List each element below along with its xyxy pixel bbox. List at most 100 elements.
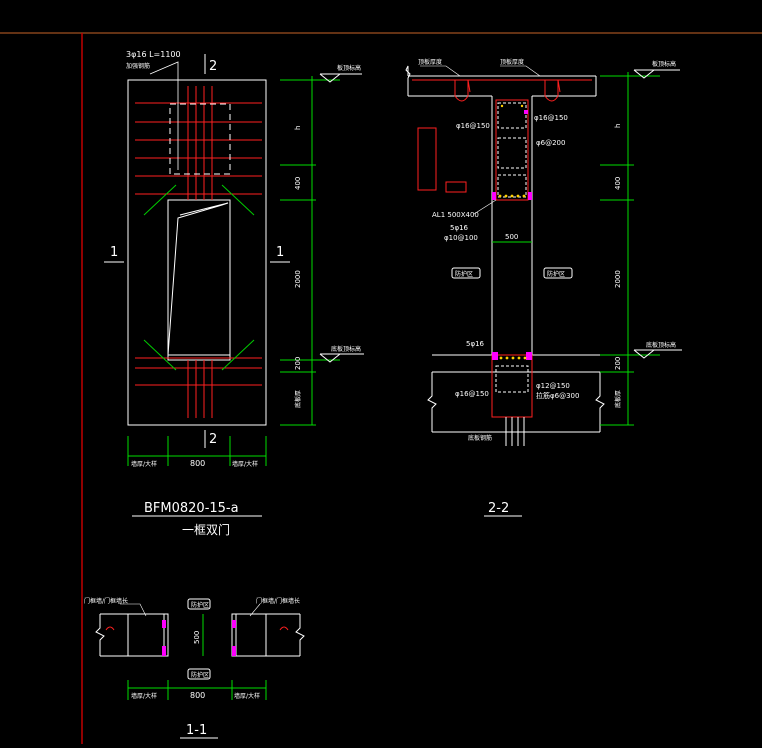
s11-leader-right — [249, 603, 261, 617]
threshold-stirrup — [495, 365, 529, 393]
lintel-stirrup-label: φ10@100 — [444, 234, 478, 242]
elev-dim-2000: 2000 — [294, 270, 302, 288]
slab-break-left — [405, 65, 411, 96]
wall-outline — [127, 79, 267, 426]
s11-zone-bottom: 防护区 — [191, 671, 209, 679]
s11-break-left — [95, 614, 105, 656]
s11-mark-left-2 — [162, 646, 166, 656]
door-leaf — [167, 202, 229, 356]
cut-2-top-label: 2 — [209, 59, 217, 74]
section-2-2: 顶板厚度 顶板厚度 φ16@150 φ16@150 φ6@200 AL1 500… — [405, 58, 682, 517]
lintel-bottom-mark-left — [492, 192, 496, 200]
zone-left: 防护区 — [455, 270, 473, 278]
cut-2-bottom-label: 2 — [209, 432, 217, 447]
elev-dim-floor: 底板厚 — [294, 390, 302, 408]
floor-rebar-label-3: 拉筋φ6@300 — [536, 391, 579, 400]
threshold-bars — [499, 356, 527, 360]
s11-hooks — [105, 626, 289, 631]
sec22-dim-2000: 2000 — [614, 270, 622, 288]
s11-mark-right-1 — [232, 620, 236, 628]
elevation-view: 3φ16 L=1100 加强钢筋 2 2 1 1 h 400 2000 200 … — [104, 50, 364, 537]
floor-break-left — [427, 372, 437, 432]
elev-dim-400: 400 — [294, 177, 302, 190]
top-level-symbol — [319, 73, 342, 83]
lintel-label: AL1 500X400 — [432, 211, 479, 219]
s11-dim-right: 墙厚/大样 — [234, 692, 260, 700]
lintel-leader — [473, 199, 497, 215]
floor-label: 底板钢筋 — [468, 434, 492, 442]
zone-left-box — [451, 267, 481, 279]
top-level-label: 板顶标高 — [337, 64, 361, 72]
rebar-note: 3φ16 L=1100 — [126, 50, 181, 59]
slab-label-left: 顶板厚度 — [418, 58, 442, 66]
stirrup-box — [169, 103, 231, 175]
elev-dim-bottom-right: 墙厚/大样 — [232, 460, 258, 468]
s11-dim-800: 800 — [190, 691, 205, 700]
rebar-label-2: φ16@150 — [534, 114, 568, 122]
s11-bottom-dims — [127, 680, 267, 700]
s11-leader-left — [120, 603, 147, 617]
slab-rebar — [412, 79, 592, 102]
lintel-bars-label: 5φ16 — [450, 224, 469, 232]
lintel-cage — [495, 99, 529, 201]
s11-mark-left-1 — [162, 620, 166, 628]
s11-zone-bottom-box — [187, 668, 211, 680]
s11-break-right — [295, 614, 305, 656]
s11-mark-right-2 — [232, 646, 236, 656]
s11-thickness-dim: 500 — [193, 631, 201, 644]
sec22-floor-level-label: 底板顶标高 — [646, 341, 676, 349]
elev-bottom-dims — [127, 436, 267, 466]
slab-leader-left — [420, 65, 461, 77]
elev-dim-h: h — [294, 126, 302, 130]
top-rebar-group — [135, 86, 262, 418]
lintel-bars — [498, 104, 526, 198]
elevation-title: BFM0820-15-a — [144, 501, 239, 516]
sec22-dim-chain — [600, 72, 660, 426]
lintel-stirrup-2 — [497, 137, 527, 169]
wall-width-dim: 500 — [505, 233, 518, 241]
door-frame-box — [417, 127, 437, 191]
sec22-dim-h: h — [614, 124, 622, 128]
door-opening — [167, 199, 231, 361]
lintel-corner-mark — [524, 110, 528, 114]
sec22-dim-floor: 底板厚 — [614, 390, 622, 408]
elev-dim-chain — [280, 76, 340, 426]
elev-dim-bottom-left: 墙厚/大样 — [131, 460, 157, 468]
lintel-bottom-mark — [528, 192, 532, 200]
s11-zone-top: 防护区 — [191, 601, 209, 609]
threshold-cage — [491, 354, 533, 418]
slab-label-right: 顶板厚度 — [500, 58, 524, 66]
rebar-label-3: φ6@200 — [536, 139, 565, 147]
s11-wall-label-right: 门框墙/门框墙长 — [256, 597, 300, 605]
floor-rebar-label-1: φ16@150 — [455, 390, 489, 398]
slab-leader-right — [500, 65, 541, 77]
lintel-stirrup-3 — [497, 174, 527, 198]
diagonal-bars — [143, 184, 255, 371]
threshold-bars-label: 5φ16 — [466, 340, 485, 348]
sec22-dim-400: 400 — [614, 177, 622, 190]
sec22-dim-200: 200 — [614, 357, 622, 370]
zone-right: 防护区 — [547, 270, 565, 278]
section-1-1: 门框墙/门框墙长 门框墙/门框墙长 防护区 防护区 500 墙厚/大样 800 … — [84, 597, 305, 739]
floor-rebar-label-2: φ12@150 — [536, 382, 570, 390]
rebar-label-1: φ16@150 — [456, 122, 490, 130]
floor-break-right — [595, 372, 605, 432]
section-22-title: 2-2 — [488, 501, 509, 516]
threshold-mark-right — [526, 352, 532, 360]
elev-dim-200: 200 — [294, 357, 302, 370]
cut-1-left-label: 1 — [110, 245, 118, 260]
cut-1-right-label: 1 — [276, 245, 284, 260]
sec22-top-level-label: 板顶标高 — [652, 60, 676, 68]
anchor-bars — [505, 417, 525, 446]
s11-wall-label-left: 门框墙/门框墙长 — [84, 597, 128, 605]
s11-zone-top-box — [187, 598, 211, 610]
section-11-title: 1-1 — [186, 723, 207, 738]
rebar-note-2: 加强钢筋 — [126, 62, 150, 70]
rebar-leader — [149, 61, 179, 170]
floor-level-symbol — [319, 353, 342, 363]
s11-dim-left: 墙厚/大样 — [131, 692, 157, 700]
zone-right-box — [543, 267, 573, 279]
elevation-subtitle: 一框双门 — [182, 522, 230, 537]
